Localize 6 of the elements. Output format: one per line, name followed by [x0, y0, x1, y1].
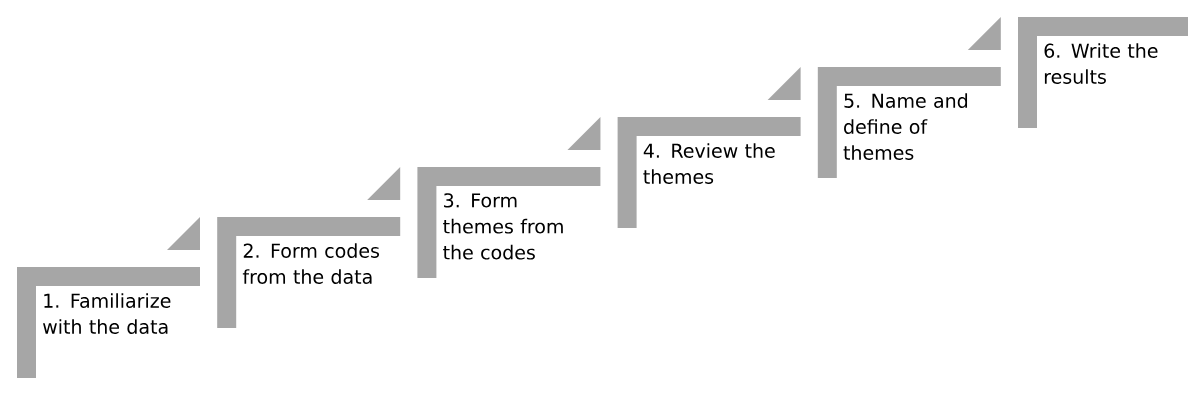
stair-step: 2. Form codes from the data: [217, 167, 401, 328]
stair-step: 4. Review the themes: [617, 67, 801, 228]
stair-step: 3. Form themes from the codes: [417, 117, 601, 278]
stair-step: 5. Name and define of themes: [817, 17, 1001, 178]
stair-step: 1. Familiarize with the data: [17, 217, 200, 378]
stair-step: 6. Write the results: [1018, 17, 1188, 128]
